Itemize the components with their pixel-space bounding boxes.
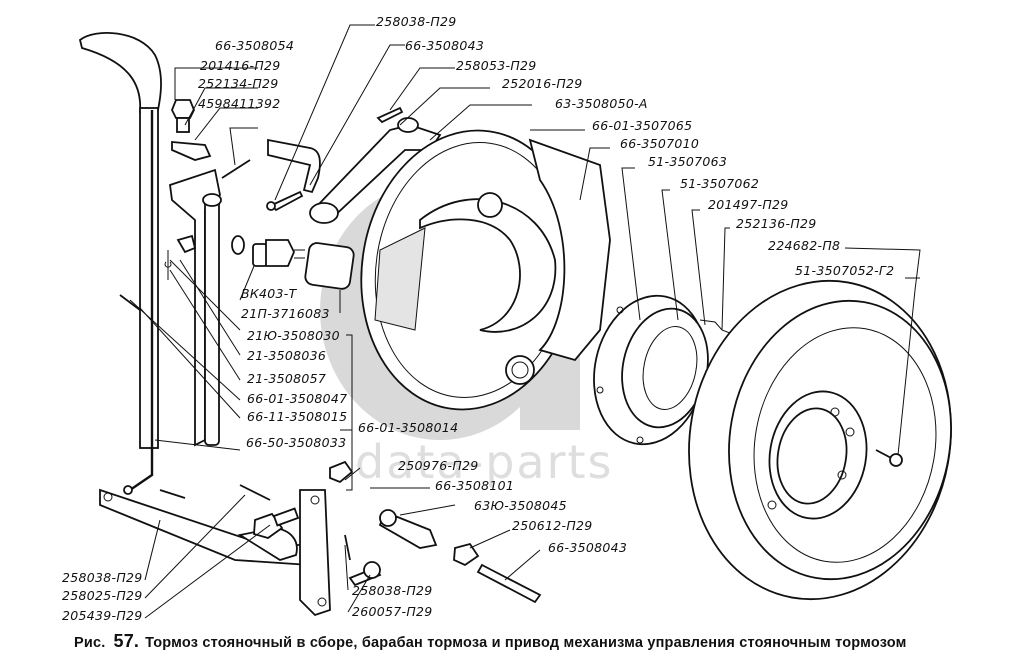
label-205439-p29: 205439-П29 [62,608,143,623]
label-4598411392: 4598411392 [198,96,281,111]
label-66-3508054: 66-3508054 [215,38,294,53]
label-224682-p8: 224682-П8 [768,238,840,253]
label-21p-3716083: 21П-3716083 [241,306,330,321]
bolt-and-clamp [171,99,251,179]
label-252136-p29: 252136-П29 [736,216,817,231]
part-labels: 66-3508054 201416-П29 252134-П29 4598411… [62,14,894,623]
label-66-01-3507065: 66-01-3507065 [592,118,692,133]
pawl-and-spring [119,234,197,311]
brake-shoe-assembly [360,129,611,411]
hand-brake-lever [78,31,162,495]
shoe-lining-texture [374,227,426,331]
label-250612-p29: 250612-П29 [512,518,593,533]
label-66-11-3508015: 66-11-3508015 [247,409,347,424]
caption-prefix: Рис. [74,635,106,651]
label-21yu-3508030: 21Ю-3508030 [247,328,340,343]
label-66-50-3508033: 66-50-3508033 [246,435,346,450]
brake-switch-vk403 [252,239,355,290]
label-258038-p29-left: 258038-П29 [62,570,143,585]
leader-lines [129,24,921,619]
label-51-3507062: 51-3507062 [680,176,759,191]
label-66-01-3508014: 66-01-3508014 [358,420,458,435]
brake-drum [688,279,952,601]
label-258038-p29-bottom: 258038-П29 [352,583,433,598]
label-66-3508043-top: 66-3508043 [405,38,484,53]
label-21-3508057: 21-3508057 [247,371,326,386]
label-66-01-3508047: 66-01-3508047 [247,391,347,406]
watermark-text: data-parts [355,435,614,489]
label-250976-p29: 250976-П29 [398,458,479,473]
label-51-3507063: 51-3507063 [648,154,727,169]
clevis-and-rod [329,460,542,604]
lever-bracket [169,168,245,447]
label-258025-p29: 258025-П29 [62,588,143,603]
label-66-3508043-bottom: 66-3508043 [548,540,627,555]
label-260057-p29: 260057-П29 [352,604,433,619]
label-63yu-3508045: 63Ю-3508045 [474,498,567,513]
bearing-housing [593,294,736,446]
label-66-3508101: 66-3508101 [435,478,514,493]
caption-text: Тормоз стояночный в сборе, барабан тормо… [145,635,907,651]
figure-number: 57. [113,631,140,651]
label-51-3507052-g2: 51-3507052-Г2 [795,263,894,278]
label-258038-p29-top: 258038-П29 [376,14,457,29]
label-21-3508036: 21-3508036 [247,348,326,363]
label-252016-p29: 252016-П29 [502,76,583,91]
upper-lever-and-pin [266,106,442,224]
label-vk403-t: ВК403-Т [241,286,298,301]
figure-caption: Рис. 57. Тормоз стояночный в сборе, бараба… [74,631,907,652]
label-252134-p29: 252134-П29 [198,76,279,91]
label-63-3508050-a: 63-3508050-А [555,96,648,111]
label-201416-p29: 201416-П29 [200,58,281,73]
label-201497-p29: 201497-П29 [708,197,789,212]
label-66-3507010: 66-3507010 [620,136,699,151]
label-258053-p29: 258053-П29 [456,58,537,73]
